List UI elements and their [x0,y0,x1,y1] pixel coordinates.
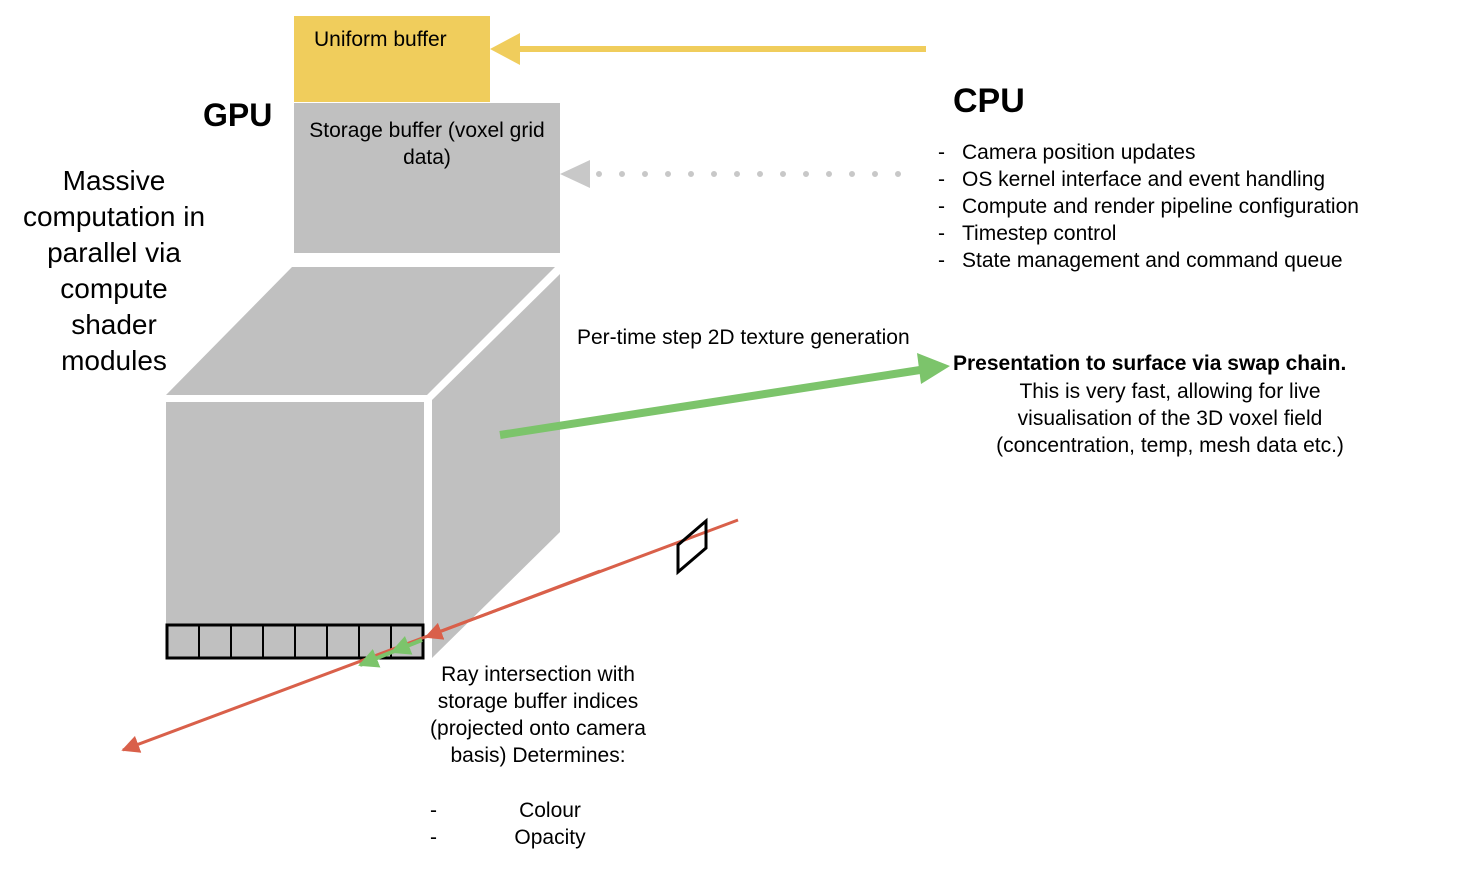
storage-upload-arrow [560,160,901,188]
ray-intersection-label: Ray intersection with storage buffer ind… [430,663,646,767]
presentation-description: This is very fast, allowing for live vis… [996,380,1344,457]
uniform-update-arrow [490,33,926,65]
uniform-buffer-label: Uniform buffer [314,28,447,51]
cpu-task-item: -Compute and render pipeline configurati… [938,195,1359,218]
determines-item: -Colour [430,799,581,822]
storage-index-cells [165,623,425,660]
camera-pixel-icon [676,517,708,576]
sample-arrow-2 [358,648,393,668]
presentation-title: Presentation to surface via swap chain. [953,352,1347,375]
determines-item: -Opacity [430,826,586,849]
cpu-title: CPU [953,82,1025,120]
ray-hit-arrow [424,569,601,640]
texture-output-arrow [499,353,950,439]
cube-right-face [432,274,560,658]
determines-list: -Colour -Opacity [430,797,670,851]
sample-arrow-1 [390,636,423,655]
cpu-task-item: -OS kernel interface and event handling [938,168,1326,191]
massive-computation-label: Massive computation in parallel via comp… [22,165,206,376]
cpu-task-item: -State management and command queue [938,249,1343,272]
storage-buffer-label: Storage buffer (voxel grid data) [309,119,545,169]
storage-buffer-box [294,103,560,253]
cpu-task-item: -Timestep control [938,222,1117,245]
cube-top-face [166,267,555,395]
uniform-buffer-box [294,16,490,102]
cube-front-face [166,402,424,658]
texture-generation-label: Per-time step 2D texture generation [577,326,910,349]
gpu-title: GPU [203,97,273,133]
cpu-task-list: -Camera position updates -OS kernel inte… [938,139,1359,274]
cpu-task-item: -Camera position updates [938,141,1196,164]
